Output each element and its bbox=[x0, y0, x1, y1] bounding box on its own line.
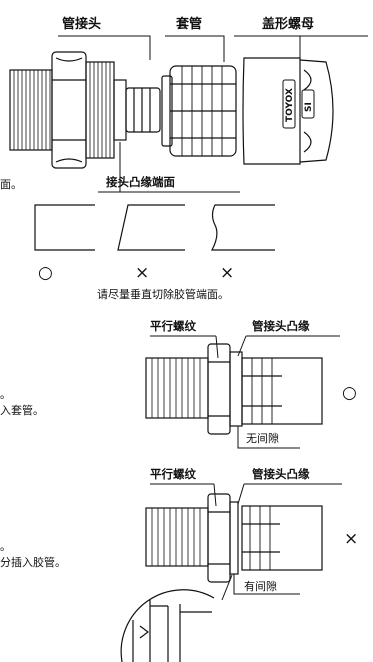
cut-mark-ng-slanted: × bbox=[135, 263, 149, 283]
bad-mark: × bbox=[344, 529, 358, 549]
toyox-brand-mark: TOYOX SI bbox=[285, 88, 314, 122]
cut-square-drawing bbox=[34, 204, 95, 251]
bad-text-truncated-1: 。 bbox=[0, 540, 11, 553]
good-gap-label: 无间隙 bbox=[246, 431, 279, 445]
cut-mark-ng-irregular: × bbox=[220, 263, 234, 283]
bad-text-truncated-2: 分插入胶管。 bbox=[0, 555, 66, 569]
sleeve-drawing bbox=[161, 65, 237, 157]
assembly-good-drawing bbox=[145, 343, 323, 435]
cut-caption: 请尽量垂直切除胶管端面。 bbox=[97, 287, 229, 301]
bad-gap-label: 有间隙 bbox=[244, 579, 277, 593]
fitting-body-drawing bbox=[9, 51, 161, 169]
cut-mark-ok: ○ bbox=[38, 263, 53, 283]
cut-slanted-drawing bbox=[117, 204, 185, 251]
cap-nut-drawing bbox=[242, 57, 334, 165]
svg-text:SI: SI bbox=[304, 102, 314, 112]
good-label-flange: 管接头凸缘 bbox=[252, 319, 310, 333]
gap-detail-magnifier bbox=[120, 589, 215, 662]
assembly-bad-drawing bbox=[145, 493, 323, 583]
bad-label-thread: 平行螺纹 bbox=[150, 467, 196, 481]
label-flange-face: 接头凸缘端面 bbox=[106, 175, 175, 189]
label-cap-nut: 盖形螺母 bbox=[262, 16, 314, 32]
cut-irregular-drawing bbox=[211, 204, 275, 251]
bad-label-flange: 管接头凸缘 bbox=[252, 467, 310, 481]
good-text-truncated-1: 。 bbox=[0, 388, 11, 401]
label-fitting-body: 管接头 bbox=[62, 16, 101, 32]
label-sleeve: 套管 bbox=[175, 16, 202, 32]
good-mark: ○ bbox=[342, 383, 357, 403]
cut-text-truncated: 面。 bbox=[0, 178, 22, 191]
svg-text:TOYOX: TOYOX bbox=[285, 88, 295, 122]
good-label-thread: 平行螺纹 bbox=[150, 319, 196, 333]
good-text-truncated-2: 入套管。 bbox=[0, 403, 44, 417]
